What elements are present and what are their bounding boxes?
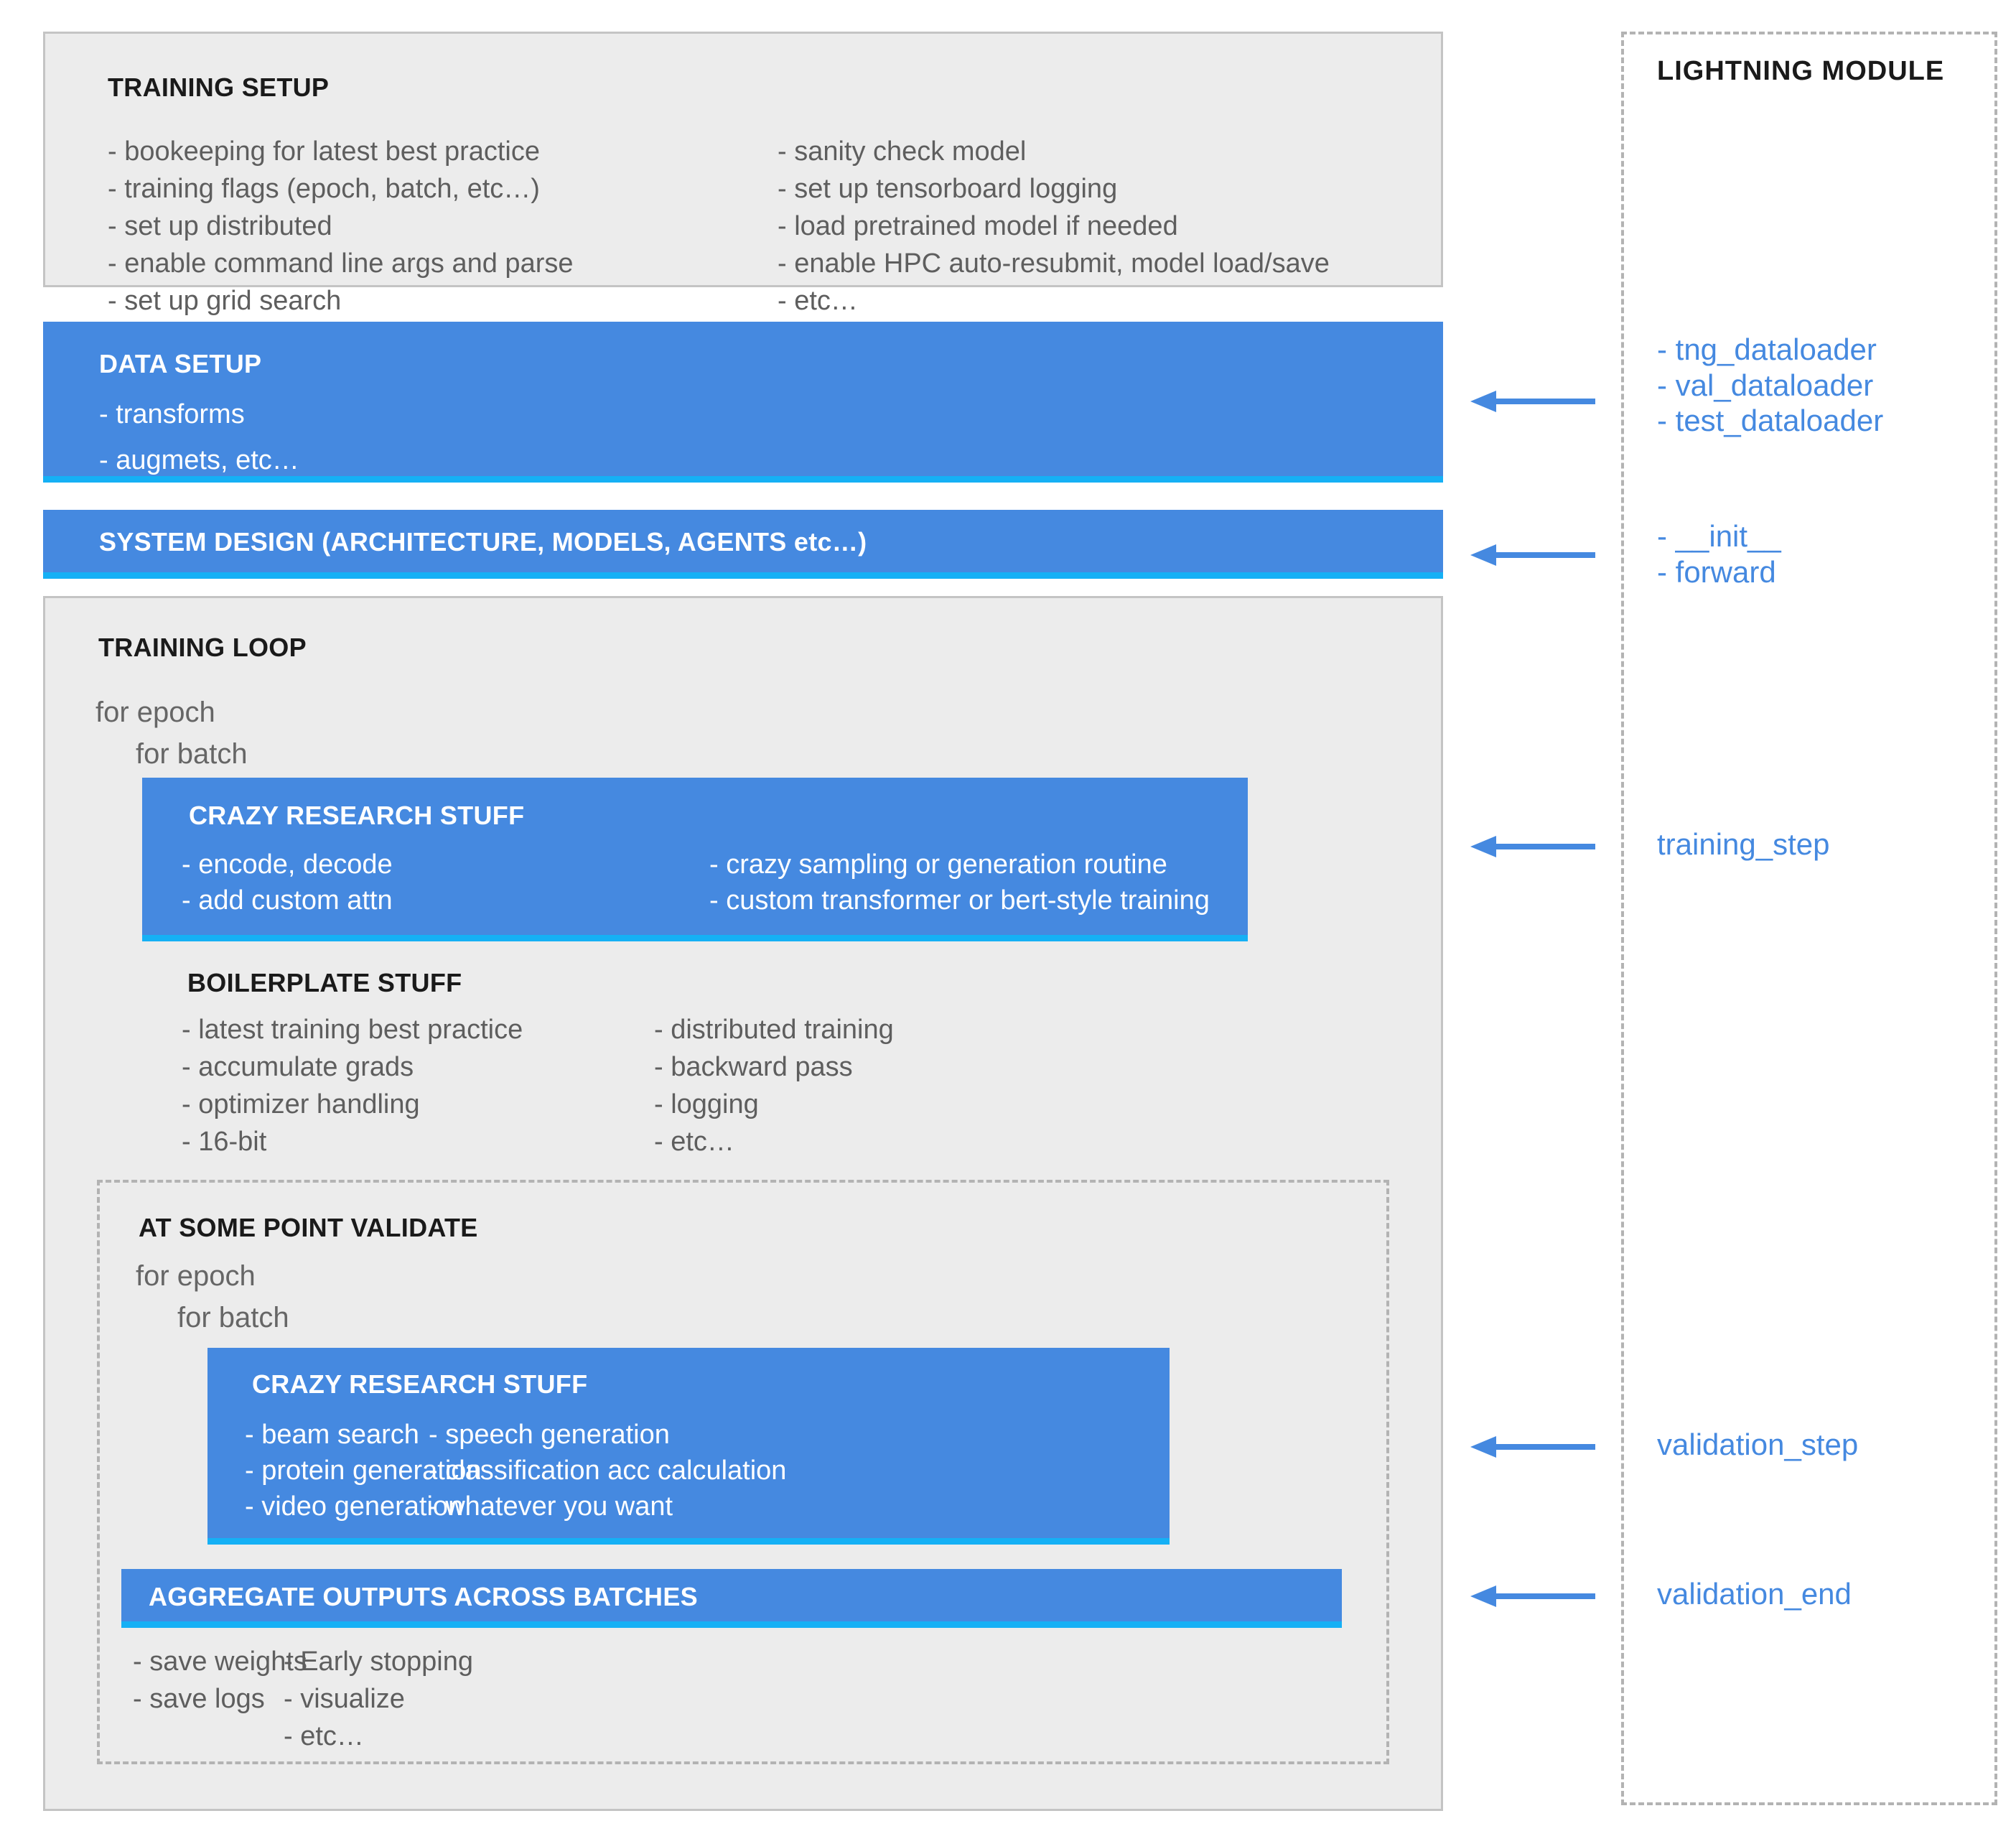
list-item: - 16-bit: [182, 1127, 267, 1157]
list-item: - training flags (epoch, batch, etc…): [108, 174, 540, 204]
boilerplate-right-list: - distributed training - backward pass -…: [654, 1016, 894, 1165]
validate-box: AT SOME POINT VALIDATE for epoch for bat…: [97, 1180, 1389, 1764]
arrow-head-icon: [1470, 836, 1496, 857]
list-item: - distributed training: [654, 1015, 894, 1045]
list-item: - encode, decode: [182, 849, 393, 880]
list-item: - set up grid search: [108, 286, 342, 316]
lightning-module-title: LIGHTNING MODULE: [1657, 56, 1945, 86]
list-item: - crazy sampling or generation routine: [709, 849, 1167, 880]
list-item: - beam search: [245, 1420, 419, 1450]
list-item: - bookeeping for latest best practice: [108, 136, 541, 167]
arrow-shaft: [1495, 1593, 1595, 1599]
boilerplate-title: BOILERPLATE STUFF: [187, 968, 462, 997]
list-item: - augmets, etc…: [99, 445, 299, 475]
data-setup-box: DATA SETUP - transforms - augmets, etc…: [43, 322, 1443, 483]
lightning-module-panel: [1621, 32, 1997, 1805]
list-item: - tng_dataloader: [1657, 332, 1877, 366]
list-item: - video generation: [245, 1491, 464, 1522]
loop-line-batch: for batch: [136, 738, 248, 770]
list-item: - set up distributed: [108, 211, 332, 241]
validate-title: AT SOME POINT VALIDATE: [139, 1213, 478, 1242]
aggregate-outputs-box: AGGREGATE OUTPUTS ACROSS BATCHES: [121, 1569, 1342, 1628]
validation-crazy-research-box: CRAZY RESEARCH STUFF - beam search - pro…: [207, 1348, 1170, 1545]
lightning-module-dataloaders-list: - tng_dataloader - val_dataloader - test…: [1657, 332, 1883, 439]
list-item: - protein generation: [245, 1456, 482, 1486]
training-crazy-research-box: CRAZY RESEARCH STUFF - encode, decode - …: [142, 778, 1248, 941]
list-item: - enable command line args and parse: [108, 248, 574, 279]
arrow-head-icon: [1470, 544, 1496, 566]
system-design-box: SYSTEM DESIGN (ARCHITECTURE, MODELS, AGE…: [43, 510, 1443, 579]
list-item: - classification acc calculation: [429, 1456, 787, 1486]
list-item: - val_dataloader: [1657, 368, 1874, 402]
list-item: - optimizer handling: [182, 1089, 420, 1119]
arrow-shaft: [1495, 399, 1595, 404]
list-item: - save logs: [133, 1684, 265, 1714]
list-item: - backward pass: [654, 1052, 853, 1082]
list-item: - test_dataloader: [1657, 404, 1884, 438]
list-item: - accumulate grads: [182, 1052, 414, 1082]
validate-loop-line-batch: for batch: [177, 1302, 289, 1333]
list-item: - whatever you want: [429, 1491, 673, 1522]
list-item: - Early stopping: [284, 1647, 474, 1677]
list-item: - etc…: [654, 1127, 734, 1157]
validate-outputs-left-list: - save weights - save logs: [133, 1648, 307, 1723]
lightning-module-core-list: - __init__ - forward: [1657, 518, 1781, 590]
list-item: - save weights: [133, 1647, 307, 1677]
validate-outputs-right-list: - Early stopping - visualize - etc…: [284, 1648, 473, 1760]
lightning-module-validation-end: validation_end: [1657, 1577, 1852, 1611]
boilerplate-left-list: - latest training best practice - accumu…: [182, 1016, 523, 1165]
crazy-research-title: CRAZY RESEARCH STUFF: [189, 801, 525, 830]
training-setup-box: TRAINING SETUP - bookeeping for latest b…: [43, 32, 1443, 315]
list-item: - logging: [654, 1089, 759, 1119]
list-item: - sanity check model: [778, 136, 1027, 167]
list-item: - forward: [1657, 554, 1776, 589]
list-item: - add custom attn: [182, 885, 393, 916]
list-item: - load pretrained model if needed: [778, 211, 1178, 241]
system-design-title: SYSTEM DESIGN (ARCHITECTURE, MODELS, AGE…: [99, 527, 867, 557]
training-setup-right-list: - sanity check model - set up tensorboar…: [778, 138, 1330, 325]
crazy-research-title: CRAZY RESEARCH STUFF: [252, 1369, 588, 1399]
list-item: - custom transformer or bert-style train…: [709, 885, 1210, 916]
data-setup-title: DATA SETUP: [99, 349, 262, 378]
list-item: - transforms: [99, 399, 245, 429]
arrow-shaft: [1495, 1444, 1595, 1450]
list-item: - etc…: [284, 1721, 364, 1751]
list-item: - speech generation: [429, 1420, 670, 1450]
lightning-module-validation-step: validation_step: [1657, 1428, 1859, 1461]
lightning-module-training-step: training_step: [1657, 827, 1830, 861]
training-loop-box: TRAINING LOOP for epoch for batch CRAZY …: [43, 596, 1443, 1811]
validate-loop-line-epoch: for epoch: [136, 1260, 256, 1292]
training-loop-title: TRAINING LOOP: [98, 633, 307, 662]
list-item: - latest training best practice: [182, 1015, 523, 1045]
aggregate-outputs-title: AGGREGATE OUTPUTS ACROSS BATCHES: [149, 1582, 698, 1611]
list-item: - set up tensorboard logging: [778, 174, 1118, 204]
training-setup-left-list: - bookeeping for latest best practice - …: [108, 138, 574, 325]
arrow-head-icon: [1470, 1585, 1496, 1607]
arrow-head-icon: [1470, 391, 1496, 412]
arrow-shaft: [1495, 552, 1595, 558]
arrow-shaft: [1495, 844, 1595, 849]
arrow-head-icon: [1470, 1436, 1496, 1458]
list-item: - visualize: [284, 1684, 405, 1714]
loop-line-epoch: for epoch: [95, 697, 215, 728]
list-item: - __init__: [1657, 519, 1781, 553]
list-item: - enable HPC auto-resubmit, model load/s…: [778, 248, 1330, 279]
training-setup-title: TRAINING SETUP: [108, 73, 330, 102]
list-item: - etc…: [778, 286, 858, 316]
